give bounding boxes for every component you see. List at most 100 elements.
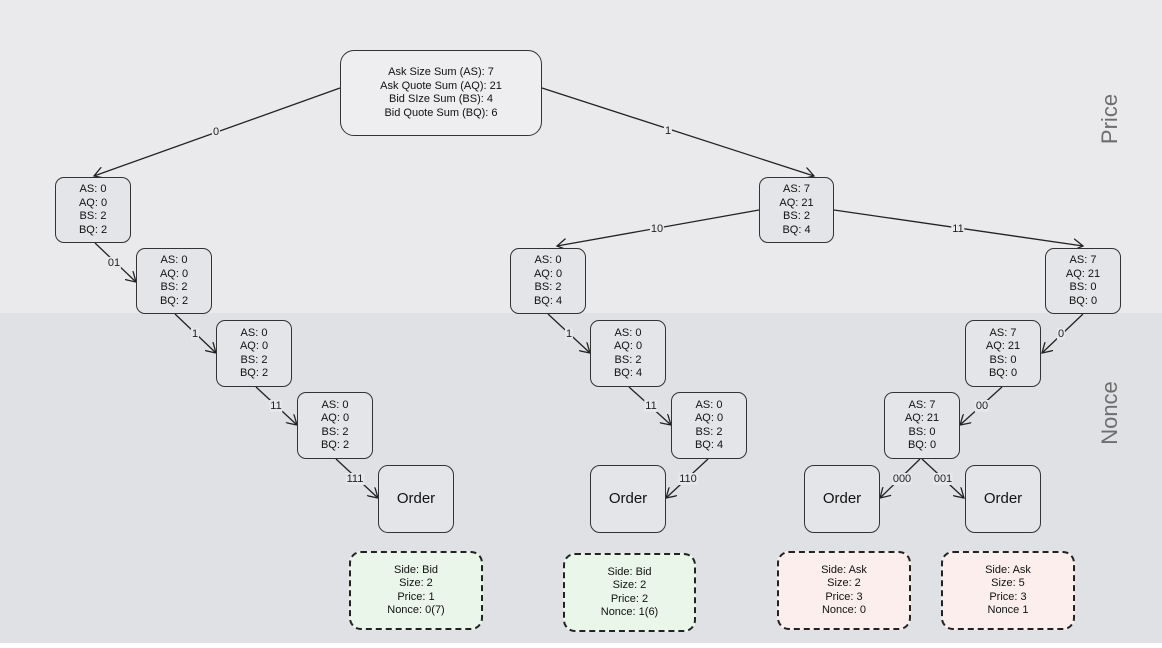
node-line: AS: 7 [783, 183, 810, 195]
root-line: Ask Quote Sum (AQ): 21 [380, 79, 502, 92]
edge-label-c3: 000 [891, 473, 913, 485]
node-line: BS: 0 [989, 353, 1017, 366]
node-line: BS: 2 [160, 281, 188, 293]
node-line: BS: 0 [1069, 281, 1097, 293]
node-line: BQ: 4 [782, 223, 811, 236]
node-line: BS: 2 [321, 425, 349, 438]
leaf-line: Price: 1 [397, 590, 435, 603]
leaf-line: Nonce 1 [987, 604, 1029, 616]
price-band-label: Price [1097, 93, 1122, 145]
node-line: AQ: 21 [985, 340, 1021, 352]
node-line: AQ: 0 [613, 340, 643, 352]
node-line: BQ: 0 [907, 439, 937, 451]
edge-label-n1-left: 10 [649, 223, 665, 235]
edge-label-c1: 0 [1056, 328, 1066, 340]
edge-label-a3: 11 [269, 400, 283, 412]
node-line: AS: 0 [160, 254, 188, 266]
edge-label-root-left: 0 [211, 126, 221, 138]
leaf-line: Price: 3 [825, 590, 863, 603]
order-label: Order [608, 490, 648, 508]
order-node-b: Order [590, 465, 666, 533]
order-node-a: Order [378, 465, 454, 533]
nonce-band-label: Nonce [1097, 381, 1122, 445]
node-line: AQ: 21 [1065, 267, 1101, 280]
leaf-line: Side: Bid [393, 563, 439, 576]
node-line: AS: 0 [614, 326, 642, 339]
node-line: AQ: 0 [159, 267, 189, 280]
node-line: AS: 7 [989, 326, 1017, 339]
node-line: AS: 0 [79, 183, 107, 195]
node-line: BQ: 0 [988, 367, 1018, 379]
leaf-line: Price: 3 [989, 590, 1027, 603]
edge-label-a4: 111 [345, 473, 365, 485]
root-node: Ask Size Sum (AS): 7 Ask Quote Sum (AQ):… [340, 50, 542, 136]
leaf-line: Size: 2 [612, 579, 647, 591]
order-label: Order [983, 490, 1023, 508]
leaf-line: Side: Ask [821, 563, 867, 576]
node-line: BS: 2 [79, 210, 107, 222]
node-line: AS: 7 [908, 398, 936, 411]
node-line: AQ: 0 [533, 267, 563, 280]
node-line: AQ: 0 [320, 412, 350, 424]
edge-label-c2: 00 [974, 400, 990, 412]
node-line: BQ: 2 [159, 294, 189, 307]
edge-label-b3: 110 [678, 473, 698, 485]
node-line: AS: 0 [534, 254, 562, 266]
node-line: AS: 0 [695, 398, 723, 411]
node-line: AS: 0 [240, 326, 268, 339]
node-line: BQ: 2 [78, 223, 108, 236]
node-line: BQ: 0 [1068, 294, 1098, 307]
node-line: BQ: 4 [694, 439, 724, 451]
node-line: BS: 2 [695, 425, 723, 438]
leaf-line: Nonce: 1(6) [600, 606, 659, 618]
node-line: AS: 7 [1069, 254, 1097, 266]
edge-label-b2: 11 [644, 400, 658, 412]
node-line: AS: 0 [321, 398, 349, 411]
node-line: AQ: 0 [239, 340, 269, 352]
edge-label-c4: 001 [932, 473, 954, 485]
node-line: AQ: 0 [78, 196, 108, 209]
leaf-line: Size: 2 [399, 577, 433, 589]
node-line: BS: 2 [534, 281, 562, 293]
edge-label-a1: 01 [106, 257, 122, 269]
root-line: Ask Size Sum (AS): 7 [388, 66, 494, 78]
node-line: AQ: 21 [779, 196, 814, 209]
edge-root-right [541, 87, 814, 176]
root-line: Bid SIze Sum (BS): 4 [389, 93, 493, 105]
order-node-c: Order [804, 465, 880, 533]
leaf-line: Side: Ask [985, 563, 1031, 576]
leaf-line: Size: 5 [991, 577, 1025, 589]
node-line: AQ: 21 [904, 412, 940, 424]
edge-label-b1: 1 [564, 328, 574, 340]
node-line: BS: 2 [240, 353, 268, 366]
leaf-line: Price: 2 [610, 592, 649, 605]
leaf-line: Side: Bid [607, 565, 652, 578]
edge-label-root-right: 1 [663, 125, 673, 137]
leaf-line: Nonce: 0 [821, 604, 867, 616]
order-label: Order [822, 490, 862, 508]
leaf-line: Nonce: 0(7) [387, 604, 445, 616]
node-line: AQ: 0 [694, 412, 724, 424]
edge-label-n1-right: 11 [951, 223, 965, 235]
order-label: Order [396, 490, 436, 508]
edge-label-a2: 1 [190, 328, 200, 340]
node-line: BQ: 4 [613, 367, 643, 379]
node-line: BQ: 4 [533, 294, 563, 307]
node-line: BS: 2 [614, 353, 642, 366]
order-node-d: Order [965, 465, 1041, 533]
